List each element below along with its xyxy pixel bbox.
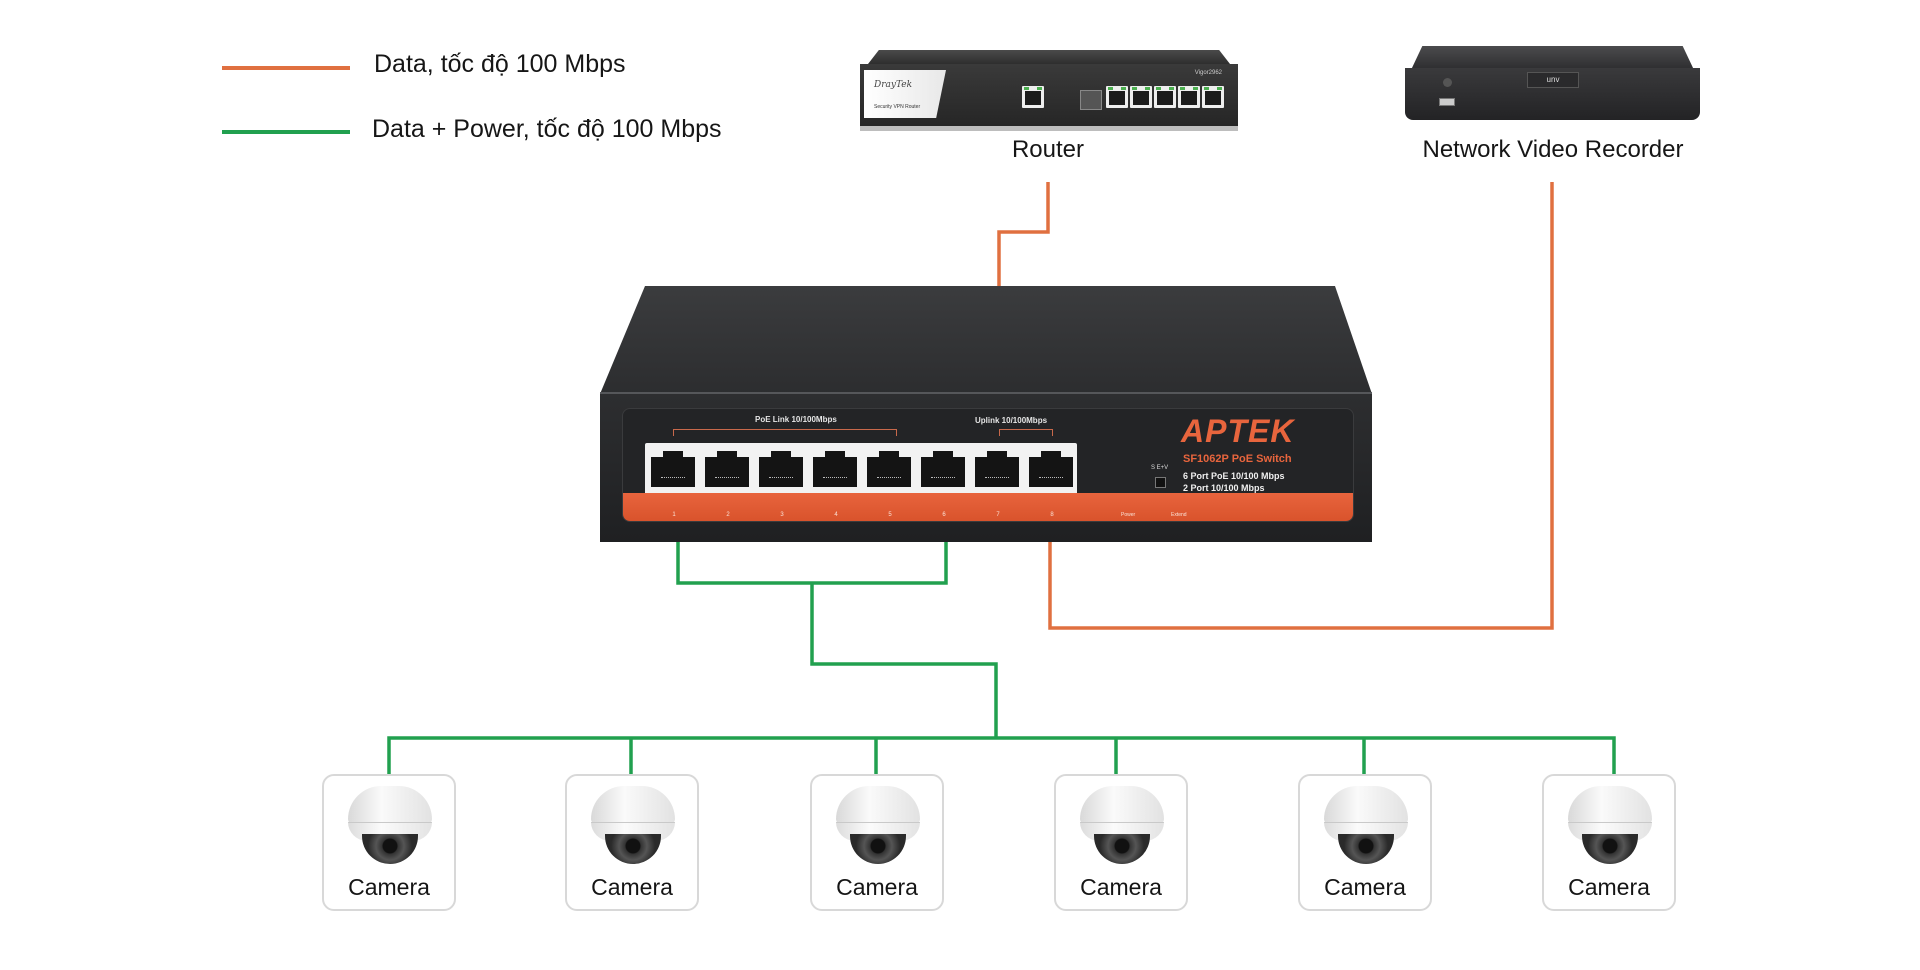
legend-data-line: [222, 66, 350, 70]
switch-port: [865, 449, 913, 489]
switch-model: SF1062P PoE Switch: [1183, 453, 1292, 465]
port-number: 4: [834, 512, 838, 518]
dome-camera-icon: [836, 786, 920, 824]
camera-card: Camera: [1542, 774, 1676, 911]
router-top: [868, 50, 1230, 64]
nvr-top: [1411, 46, 1694, 70]
legend-data-power-label: Data + Power, tốc độ 100 Mbps: [372, 115, 722, 143]
power-led-label: Power: [1121, 512, 1136, 518]
router-front: DrayTek Security VPN Router Vigor2962: [860, 64, 1238, 131]
switch-brand-logo: APTEK: [1181, 413, 1295, 449]
poe-group-label: PoE Link 10/100Mbps: [755, 415, 837, 424]
router-label: Router: [1011, 136, 1085, 163]
switch-port: [811, 449, 859, 489]
mode-toggle-switch: [1155, 477, 1166, 488]
camera-card: Camera: [1054, 774, 1188, 911]
port-number: 3: [780, 512, 784, 518]
router-lan-port: [1130, 86, 1152, 108]
switch-spec-poe: 6 Port PoE 10/100 Mbps: [1183, 471, 1285, 481]
nvr-brand: unv: [1527, 72, 1579, 88]
switch-port: [919, 449, 967, 489]
legend-data-label: Data, tốc độ 100 Mbps: [374, 50, 626, 78]
camera-card: Camera: [810, 774, 944, 911]
router-lan-port: [1106, 86, 1128, 108]
switch-port: [757, 449, 805, 489]
switch-port: [703, 449, 751, 489]
camera-card: Camera: [322, 774, 456, 911]
camera-label: Camera: [591, 874, 673, 900]
dome-camera-icon: [1324, 786, 1408, 824]
nvr-label: Network Video Recorder: [1422, 136, 1684, 163]
router-subtitle: Security VPN Router: [874, 104, 921, 110]
power-button-icon: [1443, 78, 1452, 87]
legend-data-power-line: [222, 130, 350, 134]
mode-toggle-label: S E+V: [1151, 465, 1169, 471]
router-sfp-port: [1080, 90, 1102, 110]
usb-port-icon: [1439, 98, 1455, 106]
router-lan-port: [1154, 86, 1176, 108]
poe-group-bracket: [673, 429, 897, 436]
router-device: DrayTek Security VPN Router Vigor2962: [860, 50, 1238, 132]
camera-label: Camera: [1324, 874, 1406, 900]
poe-trunk-wire: [810, 583, 998, 738]
switch-led-strip: 1 2 3 4 5 6 7 8 Power Extend: [623, 493, 1353, 521]
port-number: 7: [996, 512, 1000, 518]
switch-port: [1027, 449, 1075, 489]
camera-card: Camera: [1298, 774, 1432, 911]
dome-camera-icon: [1080, 786, 1164, 824]
camera-card: Camera: [565, 774, 699, 911]
switch-panel: PoE Link 10/100Mbps Uplink 10/100Mbps 1 …: [622, 408, 1354, 522]
switch-port: [649, 449, 697, 489]
nvr-device: unv: [1405, 46, 1700, 126]
dome-camera-icon: [1568, 786, 1652, 824]
camera-label: Camera: [1080, 874, 1162, 900]
switch-port: [973, 449, 1021, 489]
switch-top: [600, 286, 1372, 394]
switch-port-block: [645, 443, 1077, 495]
switch-front: PoE Link 10/100Mbps Uplink 10/100Mbps 1 …: [600, 392, 1372, 542]
dome-camera-icon: [348, 786, 432, 824]
nvr-to-switch-wire: [1048, 182, 1554, 630]
port-number: 5: [888, 512, 892, 518]
router-lan-port: [1178, 86, 1200, 108]
port-number: 6: [942, 512, 946, 518]
camera-bus-wire: [387, 736, 1616, 775]
switch-spec-uplink: 2 Port 10/100 Mbps: [1183, 483, 1265, 493]
uplink-group-label: Uplink 10/100Mbps: [975, 416, 1048, 425]
router-model: Vigor2962: [1194, 70, 1222, 76]
nvr-front: unv: [1405, 68, 1700, 120]
poe-ports-wire: [676, 540, 948, 585]
camera-label: Camera: [836, 874, 918, 900]
router-lan-port: [1202, 86, 1224, 108]
router-wan-port: [1022, 86, 1044, 108]
router-brand: DrayTek: [874, 80, 913, 90]
port-number: 1: [672, 512, 676, 518]
poe-switch-device: PoE Link 10/100Mbps Uplink 10/100Mbps 1 …: [600, 286, 1372, 542]
uplink-group-bracket: [999, 429, 1053, 436]
port-number: 2: [726, 512, 730, 518]
dome-camera-icon: [591, 786, 675, 824]
camera-label: Camera: [348, 874, 430, 900]
router-badge: DrayTek Security VPN Router: [864, 70, 946, 118]
port-number: 8: [1050, 512, 1054, 518]
extend-led-label: Extend: [1171, 512, 1187, 518]
camera-label: Camera: [1568, 874, 1650, 900]
